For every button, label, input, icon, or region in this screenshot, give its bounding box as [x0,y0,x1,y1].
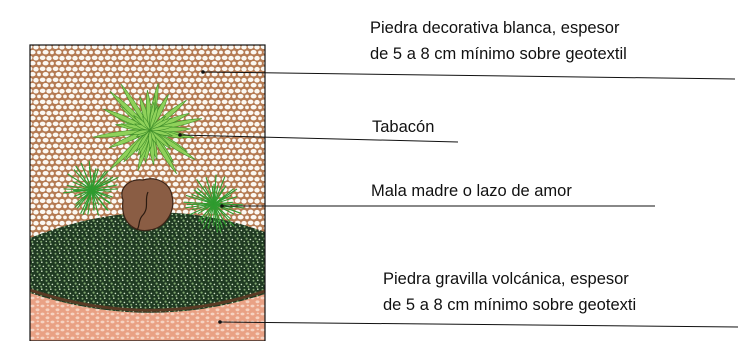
label-volcanic-gravel-line2: de 5 a 8 cm mínimo sobre geotexti [383,296,636,314]
leaf-blade [213,203,235,215]
leaf [135,129,151,153]
leaf-blade [213,185,227,205]
leaf-blade [213,203,227,226]
leaf [149,125,173,131]
leader-lines [178,70,738,328]
leaf-blade [213,203,243,206]
leaf-blade [197,203,215,222]
label-mala-madre: Mala madre o lazo de amor [371,182,572,200]
leaf-blade [91,189,100,216]
leaf-blade [183,201,215,205]
leader-dot-tabacon [178,133,182,137]
leaf-blade [91,189,108,211]
leaf-blade [202,203,215,230]
leaf-blade [213,203,242,214]
label-volcanic-gravel-line1: Piedra gravilla volcánica, espesor [383,270,629,288]
leaf [149,103,159,132]
leaf-blade [91,189,111,199]
leaf-blade [80,189,93,214]
leaf-blade [196,187,215,205]
leader-line-volcanic [219,321,738,328]
leaf-blade [213,203,235,227]
rock [121,178,174,232]
label-decorative-stone-line1: Piedra decorativa blanca, espesor [370,19,620,37]
leaf-blade [213,176,226,205]
leaf-blade [87,189,93,215]
layer-boundary [30,288,265,312]
leaf-blade [201,203,215,224]
tabacon-plant [92,83,203,175]
leaf-blade [88,166,93,191]
leader-dot-volcanic [218,320,222,324]
leaf-blade [91,189,95,211]
leaf-blade [193,189,215,205]
terracotta-layer [30,293,265,341]
leader-line-tabacon [179,134,459,143]
leader-line-stone [202,71,736,80]
leaf-blade [74,189,93,197]
leaf-blade [213,203,218,233]
leaf-blade [196,178,215,205]
leaf-blade [91,189,111,205]
leaf-blade [91,188,119,191]
leaf-blade [213,174,217,205]
leaf-blade [91,168,99,191]
leaf-blade [204,185,215,205]
leaf-blade [75,189,93,205]
leaf-blade [67,173,93,191]
mala-madre-plant-right [183,174,245,233]
leaf-blade [66,184,93,191]
leaf-blade [80,162,93,191]
label-decorative-stone-line2: de 5 a 8 cm mínimo sobre geotextil [370,45,627,63]
leaf-blade [72,181,93,191]
label-tabacon: Tabacón [372,118,434,136]
leaf-blade [207,203,215,229]
leaf-blade [75,165,93,191]
leaf-blade [91,184,118,191]
leader-dot-stone [201,70,205,74]
leaf-blade [91,181,111,191]
leaf-blade [213,203,222,233]
leaf-blade [189,203,215,216]
leaf-blade [63,188,93,191]
section-border [29,44,266,341]
leaf-blade [185,194,215,205]
mala-madre-plant-left [63,160,119,216]
leaf-blade [213,196,238,205]
leaf-blade [205,177,215,205]
leaf-blade [91,170,109,191]
leaf-blade [191,193,215,205]
leaf [142,115,151,131]
leaf-blade [73,169,93,191]
leader-dot-mala-madre [220,204,224,208]
